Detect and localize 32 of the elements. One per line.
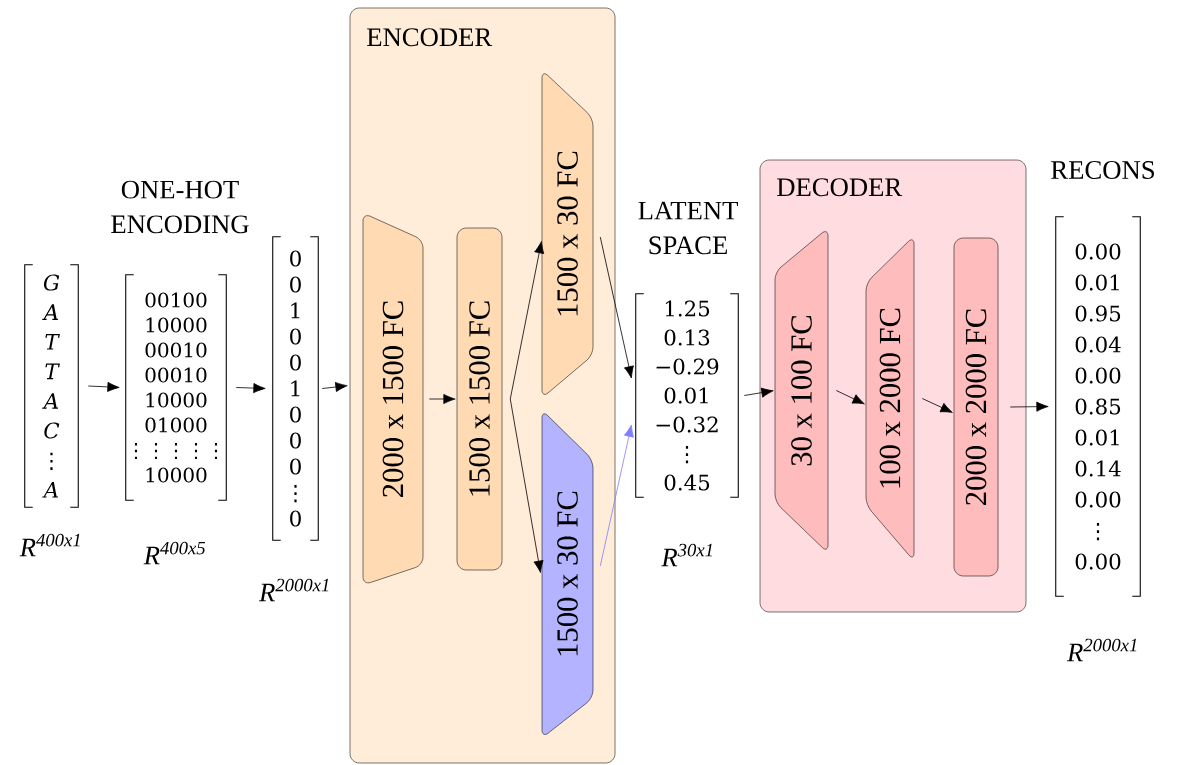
matrix: 00100 10000 00010 00010 10000 01000 ⋮⋮⋮⋮⋮ 10000 — [125, 274, 227, 501]
arrow — [235, 383, 266, 394]
layer-block: 2000 x 1500 FC — [362, 215, 424, 584]
matrix: 1.25 0.13 −0.29 0.01 −0.32 ⋮ 0.45 — [635, 293, 739, 498]
matrix: 0 0 1 0 0 1 0 0 0 ⋮ 0 — [272, 236, 319, 541]
arrow — [87, 381, 120, 392]
heading: ONE-HOT ENCODING — [111, 180, 249, 234]
heading: RECONS — [1051, 161, 1154, 179]
dimension-label: R$^{30x1}$ — [661, 543, 712, 567]
heading: LATENT SPACE — [638, 201, 738, 255]
arrow — [509, 398, 544, 573]
layer-block: 30 x 100 FC — [774, 231, 829, 550]
layer-block: 1500 x 30 FC — [541, 73, 594, 395]
arrow — [509, 241, 545, 400]
arrow — [835, 390, 865, 405]
dimension-label: R$^{2000x1}$ — [1066, 638, 1137, 662]
layer-block: 100 x 2000 FC — [865, 239, 915, 558]
dimension-label: R$^{400x5}$ — [143, 541, 206, 565]
arrow — [599, 236, 634, 379]
arrow — [428, 394, 456, 404]
layer-block: 2000 x 2000 FC — [953, 237, 999, 577]
arrow — [743, 387, 774, 398]
arrow — [1009, 401, 1049, 412]
arrow — [921, 398, 953, 413]
arrow — [321, 382, 348, 392]
matrix: G A T T A C ⋮ A — [24, 264, 79, 508]
dimension-label: R$^{400x1}$ — [19, 533, 80, 557]
layer-block: 1500 x 30 FC — [541, 413, 594, 735]
layer-block: 1500 x 1500 FC — [456, 227, 503, 571]
matrix: 0.00 0.01 0.95 0.04 0.00 0.85 0.01 0.14 0.00 ⋮ 0.00 — [1055, 216, 1141, 597]
dimension-label: R$^{2000x1}$ — [258, 578, 329, 602]
arrow — [599, 424, 634, 567]
